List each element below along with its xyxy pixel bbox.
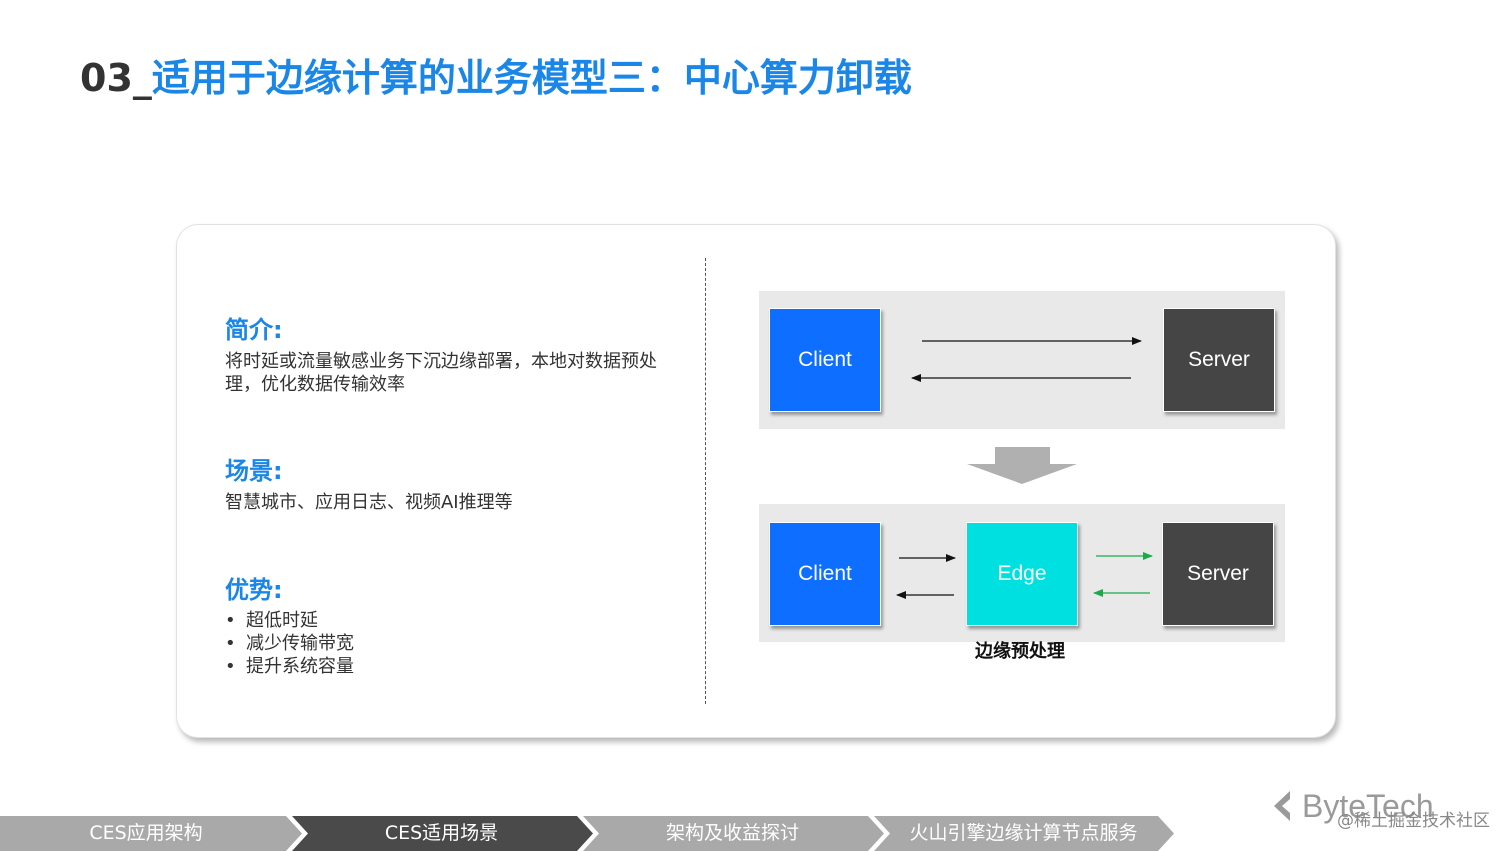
bytetech-logo: ByteTech xyxy=(1270,784,1434,828)
list-item: • 超低时延 xyxy=(225,609,354,632)
title-text: 适用于边缘计算的业务模型三：中心算力卸载 xyxy=(151,56,912,100)
advantage-text: 超低时延 xyxy=(246,610,318,631)
advantage-text: 减少传输带宽 xyxy=(246,633,354,654)
client-box-bottom: Client xyxy=(769,522,881,626)
advantages-heading: 优势: xyxy=(225,576,283,604)
nav-chevron-1 xyxy=(0,816,302,851)
page-title: 03_适用于边缘计算的业务模型三：中心算力卸载 xyxy=(80,52,912,104)
list-item: • 提升系统容量 xyxy=(225,655,354,678)
nav-item-volcengine-edge-service[interactable]: 火山引擎边缘计算节点服务 xyxy=(909,822,1138,844)
nav-item-architecture-benefits[interactable]: 架构及收益探讨 xyxy=(665,822,799,844)
server-box-top: Server xyxy=(1163,308,1275,412)
server-box-bottom: Server xyxy=(1162,522,1274,626)
nav-chevron-2 xyxy=(292,816,593,851)
intro-body: 将时延或流量敏感业务下沉边缘部署，本地对数据预处理，优化数据传输效率 xyxy=(225,351,657,395)
bullet-icon: • xyxy=(225,610,236,631)
scenario-body: 智慧城市、应用日志、视频AI推理等 xyxy=(225,492,513,513)
nav-item-ces-architecture[interactable]: CES应用架构 xyxy=(89,822,203,844)
edge-caption: 边缘预处理 xyxy=(975,641,1065,662)
edge-box: Edge xyxy=(966,522,1078,626)
section-number: 03_ xyxy=(80,56,152,100)
scenario-heading: 场景: xyxy=(225,457,283,485)
bullet-icon: • xyxy=(225,633,236,654)
advantages-list: • 超低时延 • 减少传输带宽 • 提升系统容量 xyxy=(225,609,354,678)
logo-text: ByteTech xyxy=(1302,787,1434,824)
watermark: @稀土掘金技术社区 xyxy=(1337,811,1490,831)
advantage-text: 提升系统容量 xyxy=(246,656,354,677)
dashed-divider xyxy=(705,258,706,704)
list-item: • 减少传输带宽 xyxy=(225,632,354,655)
nav-chevron-4 xyxy=(874,816,1174,851)
client-box-top: Client xyxy=(769,308,881,412)
transition-down-arrow-icon xyxy=(967,447,1077,484)
bottom-nav xyxy=(0,816,1174,851)
intro-heading: 简介: xyxy=(225,316,283,344)
nav-item-ces-scenarios[interactable]: CES适用场景 xyxy=(384,822,499,844)
bytetech-logo-icon xyxy=(1274,791,1290,821)
nav-chevron-3 xyxy=(583,816,884,851)
bullet-icon: • xyxy=(225,656,236,677)
